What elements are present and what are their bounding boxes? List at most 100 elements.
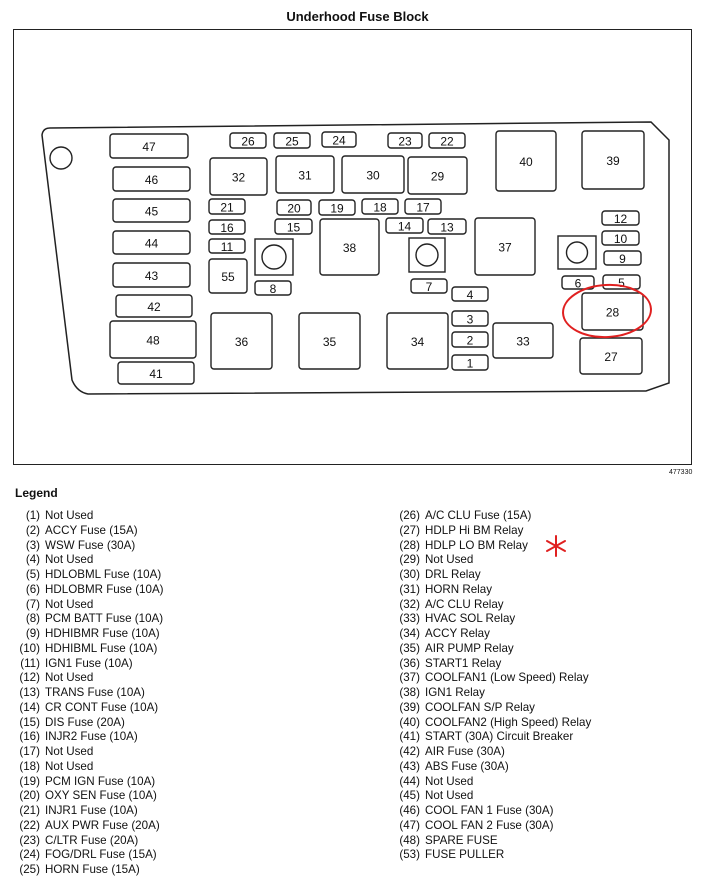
fuse-slot-outline xyxy=(427,218,467,235)
asterisk-icon xyxy=(546,535,566,557)
mounting-hole xyxy=(49,146,73,170)
fuse-slot-outline xyxy=(112,262,191,288)
legend-code: (9) xyxy=(25,627,40,640)
legend-description: Not Used xyxy=(45,509,94,522)
fuse-slot-outline xyxy=(117,361,195,385)
fuse-slot-outline xyxy=(428,132,466,149)
legend-entry: (13)TRANS Fuse (10A) xyxy=(8,686,164,701)
legend-description: START1 Relay xyxy=(425,656,502,670)
legend-description: HORN Fuse (15A) xyxy=(45,863,140,876)
fuse-slot-label: 32 xyxy=(232,171,246,185)
fuse-slot-label: 6 xyxy=(575,277,582,291)
fuse-slot-label: 13 xyxy=(440,221,454,235)
legend-entry: (34) ACCY Relay xyxy=(388,627,591,642)
legend-code: (45) xyxy=(399,789,420,803)
fuse-slot-label: 11 xyxy=(221,240,234,254)
fuse-slot-label: 18 xyxy=(373,201,387,215)
fuse-slot-label: 39 xyxy=(606,154,620,168)
legend-code: (24) xyxy=(19,848,40,862)
legend-code: (18) xyxy=(19,759,40,773)
legend-description: IGN1 Fuse (10A) xyxy=(45,656,133,670)
fuse-slot-label: 36 xyxy=(235,335,249,349)
legend-entry: (45)Not Used xyxy=(388,789,591,804)
legend-description: DIS Fuse (20A) xyxy=(45,715,125,729)
legend-description: DRL Relay xyxy=(425,568,481,581)
legend-description: ACCY Fuse (15A) xyxy=(45,523,138,537)
legend-code: (32) xyxy=(399,597,420,611)
legend-description: HDLP LO BM Relay xyxy=(425,538,528,552)
fuse-slot-label: 10 xyxy=(614,232,628,246)
fuse-slot-20: 20 xyxy=(276,199,312,216)
fuse-slot-outline xyxy=(275,155,335,194)
fuse-slot-label: 41 xyxy=(149,367,163,381)
legend-description: HDHIBMR Fuse (10A) xyxy=(45,627,160,640)
fuse-slot-label: 14 xyxy=(398,220,412,234)
legend-code: (3) xyxy=(25,538,40,552)
legend-entry: (17)Not Used xyxy=(8,745,164,760)
legend-code: (30) xyxy=(399,568,420,581)
legend-code: (14) xyxy=(19,700,40,714)
legend-description: ACCY Relay xyxy=(425,627,490,640)
legend-code: (39) xyxy=(399,700,420,714)
round-terminals xyxy=(254,235,597,276)
fuse-slot-39: 39 xyxy=(581,130,645,190)
fuse-slot-outline xyxy=(451,286,489,302)
legend-entry: (6)HDLOBMR Fuse (10A) xyxy=(8,583,164,598)
legend-description: HDHIBML Fuse (10A) xyxy=(45,641,158,655)
fuse-slot-outline xyxy=(451,331,489,348)
fuse-slot-6: 6 xyxy=(561,275,595,291)
legend-code: (40) xyxy=(399,715,420,729)
legend-entry: (25) HORN Fuse (15A) xyxy=(8,863,164,878)
legend-entry: (53)FUSE PULLER xyxy=(388,848,591,863)
fuse-slot-outline xyxy=(276,199,312,216)
legend-description: WSW Fuse (30A) xyxy=(45,538,136,552)
fuse-slot-27: 27 xyxy=(579,337,643,375)
legend-entry: (21)INJR1 Fuse (10A) xyxy=(8,804,164,819)
legend-code: (37) xyxy=(399,671,420,685)
fuse-slot-label: 25 xyxy=(285,135,299,149)
legend-code: (25) xyxy=(19,863,40,876)
legend-code: (13) xyxy=(19,686,40,699)
terminal-post-circle xyxy=(261,244,287,270)
terminal-post-circle xyxy=(415,243,439,267)
fuse-slot-42: 42 xyxy=(115,294,193,318)
legend-entry: (20) OXY SEN Fuse (10A) xyxy=(8,789,164,804)
fuse-slot-outline xyxy=(112,198,191,223)
legend-code: (42) xyxy=(399,745,420,758)
fuse-slot-8: 8 xyxy=(254,280,292,296)
fuse-slot-17: 17 xyxy=(404,198,442,215)
legend-description: IGN1 Relay xyxy=(425,686,485,699)
terminal-post xyxy=(557,235,597,270)
fuse-slot-label: 35 xyxy=(323,335,337,349)
legend-entry: (10)HDHIBML Fuse (10A) xyxy=(8,642,164,657)
legend-column-left: (1)Not Used(2)ACCY Fuse (15A)(3)WSW Fuse… xyxy=(8,509,164,878)
legend-description: PCM BATT Fuse (10A) xyxy=(45,612,164,626)
legend-description: HVAC SOL Relay xyxy=(425,612,516,626)
fuse-slot-44: 44 xyxy=(112,230,191,255)
legend-description: OXY SEN Fuse (10A) xyxy=(45,789,157,803)
legend-code: (20) xyxy=(19,789,40,803)
fuse-slot-outline xyxy=(492,322,554,359)
legend-entry: (23)C/LTR Fuse (20A) xyxy=(8,834,164,849)
fuse-slot-outline xyxy=(410,278,448,294)
legend-code: (16) xyxy=(19,730,40,744)
legend-entry: (22)AUX PWR Fuse (20A) xyxy=(8,819,164,834)
fuse-slot-label: 24 xyxy=(332,134,346,148)
fuse-slot-outline xyxy=(581,292,644,331)
legend-title: Legend xyxy=(15,486,58,500)
legend-code: (21) xyxy=(19,804,40,817)
fuse-slot-label: 40 xyxy=(519,155,533,169)
fuse-slot-4: 4 xyxy=(451,286,489,302)
page-title: Underhood Fuse Block xyxy=(286,9,429,24)
legend-code: (48) xyxy=(399,833,420,847)
legend-description: COOL FAN 2 Fuse (30A) xyxy=(425,818,554,832)
fuse-slot-label: 27 xyxy=(604,350,618,364)
legend-code: (34) xyxy=(399,627,420,640)
legend-code: (7) xyxy=(25,597,40,611)
legend-description: HDLOBML Fuse (10A) xyxy=(45,568,162,581)
fuse-slot-outline xyxy=(407,156,468,195)
legend-entry: (1)Not Used xyxy=(8,509,164,524)
legend-code: (41) xyxy=(399,730,420,744)
legend-code: (11) xyxy=(20,656,40,670)
legend-entry: (4)Not Used xyxy=(8,553,164,568)
